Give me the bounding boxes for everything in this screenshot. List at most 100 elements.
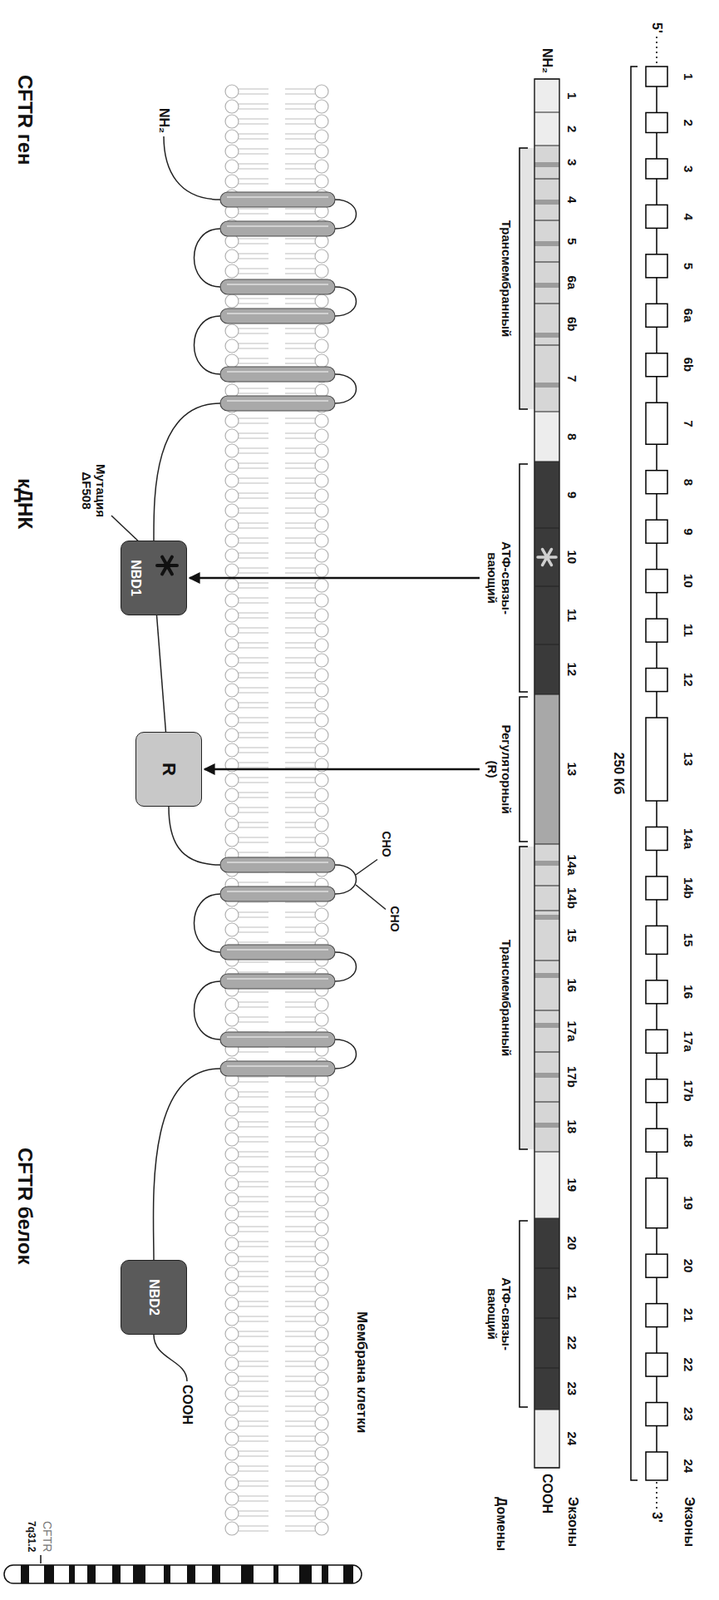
lipid-tail [238,1001,269,1003]
lipid-tail [285,1076,316,1078]
cdna-bar [534,78,560,1468]
lipid-head [315,294,329,308]
lipid-head [225,563,239,577]
lipid-tail [285,1111,316,1113]
cdna-segment [534,910,560,961]
lipid-tail [238,707,269,709]
lipid-tail [285,118,316,120]
lipid-tail [238,88,269,90]
lipid-head [225,1266,239,1281]
domain-label: АТФ-связы- вающий [485,1275,515,1351]
lipid-head [315,443,329,458]
domain-bracket [519,147,528,409]
exon-number: 22 [565,1335,580,1350]
lipid-tail [238,797,269,798]
lipid-tail [238,358,269,360]
lipid-tail [238,1076,269,1078]
lipid-tail [285,148,316,150]
lipid-head [315,623,329,637]
exon-divider [534,1267,560,1269]
exon-divider [534,220,560,222]
exon-number: 6a [681,308,696,323]
exon-box [645,1402,668,1426]
lipid-tail [238,582,269,584]
lipid-tail [285,178,316,180]
lipid-tail [285,1350,316,1352]
lipid-head [225,1087,239,1101]
transmembrane-helix [220,308,335,324]
lipid-head [225,1132,239,1146]
lipid-head [315,773,329,787]
exon-divider [534,344,560,346]
lipid-head [225,1461,239,1475]
lipid-head [315,997,329,1011]
lipid-tail [285,303,316,305]
transmembrane-helix [220,279,335,295]
lipid-head [315,668,329,682]
lipid-tail [238,1255,269,1257]
helix-highlight [226,312,329,315]
lipid-tail [285,1121,316,1123]
domain-name: R [157,762,179,776]
exon-divider [534,1101,560,1103]
lipid-tail [285,123,316,125]
lipid-tail [238,153,269,155]
lipid-head [225,294,239,308]
mutation-asterisk [542,548,552,565]
mutation-asterisk [542,548,552,565]
lipid-tail [285,677,316,679]
lipid-head [225,1251,239,1266]
transmembrane-helix [220,973,335,989]
helix-highlight [226,370,329,373]
lipid-head [225,728,239,742]
lipid-tail [238,482,269,484]
lipid-tail [285,1305,316,1307]
lipid-tail [238,1051,269,1053]
lipid-tail [285,258,316,260]
helix-highlight [226,890,329,892]
lipid-head [315,99,329,114]
lipid-head [315,159,329,173]
lipid-tail [238,1410,269,1412]
lipid-head [315,578,329,592]
helix-highlight [226,283,329,286]
lipid-head [315,563,329,577]
lipid-tail [238,522,269,524]
glycosylation-label: CHO [379,831,394,857]
lipid-tail [238,363,269,365]
intracellular-loop [194,315,222,375]
exon-box [645,303,668,327]
lipid-tail [238,747,269,749]
lipid-tail [285,1226,316,1227]
lipid-tail [238,1450,269,1452]
lipid-head [225,638,239,652]
lipid-head [315,1251,329,1266]
exon-number: 4 [565,196,580,203]
lipid-head [225,159,239,173]
lipid-tail [238,268,269,270]
lipid-tail [285,438,316,439]
lipid-head [225,1191,239,1206]
lipid-head [315,1476,329,1490]
lipid-tail [238,258,269,260]
lipid-head [315,698,329,712]
helix-stripe [534,1022,560,1028]
lipid-tail [285,916,316,918]
lipid-tail [238,1360,269,1362]
lipid-head [225,773,239,787]
lipid-head [225,324,239,338]
lipid-tail [285,343,316,345]
lipid-tail [285,762,316,764]
exon-number: 16 [565,978,580,993]
exon-number: 17a [565,1020,580,1042]
lipid-head [315,1326,329,1340]
lipid-tail [238,1106,269,1108]
lipid-tail [285,243,316,245]
exon-divider [534,843,560,845]
lipid-tail [285,1480,316,1482]
terminus-label: COOH [179,1383,195,1424]
exon-box [645,254,668,278]
exon-number: 8 [565,433,580,440]
exon-box [645,112,668,133]
lipid-tail [285,737,316,739]
